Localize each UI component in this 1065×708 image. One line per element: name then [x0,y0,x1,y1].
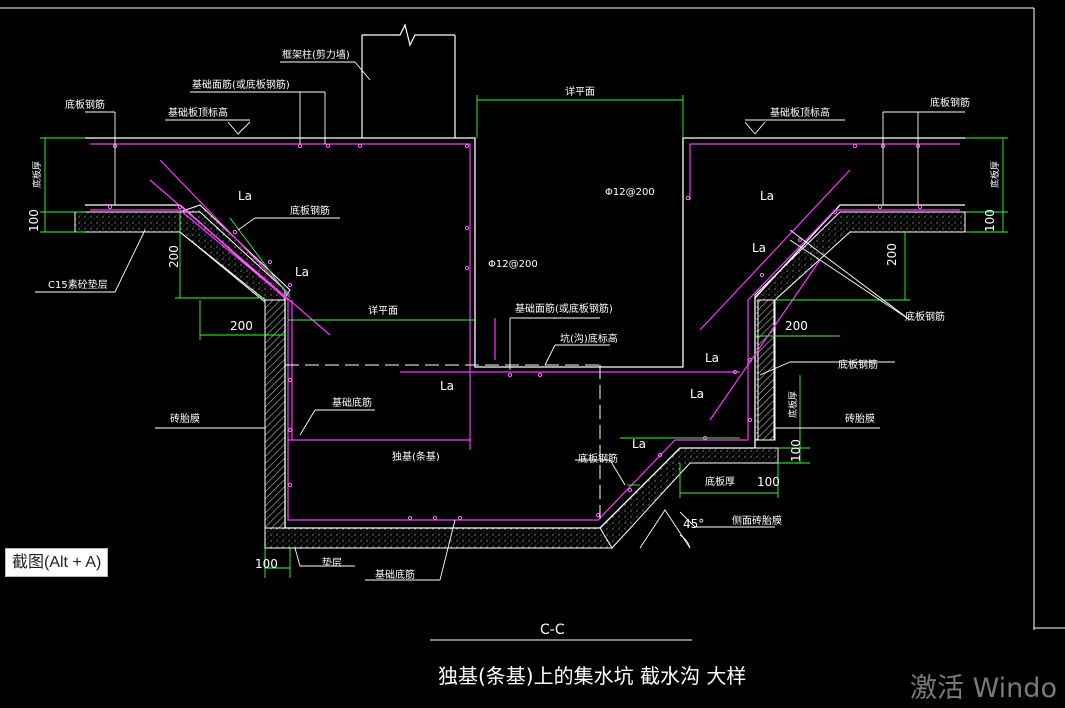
label-bottom-rebar-mid: 底板钢筋 [290,204,330,217]
dim-200-v-right: 200 [885,243,899,266]
brick-mold-left [264,299,286,529]
label-slab-thickness-mid: 底板厚 [705,475,735,488]
dim-200-v-left: 200 [167,245,181,268]
label-foundation-face-rebar: 基础面筋(或底板钢筋) [192,78,290,91]
screenshot-tooltip: 截图(Alt + A) [5,548,109,577]
la-6: La [705,351,719,365]
slope-left [179,211,286,301]
dim-100-bottom: 100 [255,557,278,571]
la-1: La [238,189,252,203]
label-rebar-spec-2: Φ12@200 [488,259,538,270]
label-column-wall: 框架柱(剪力墙) [282,48,350,61]
rotated-dimension-texts: 100 100 200 200 100 [27,209,997,462]
label-pit-bottom-level: 坑(沟)底标高 [560,332,618,345]
dim-100-right: 100 [757,475,780,489]
dim-200-a: 200 [230,319,253,333]
dim-100-left: 100 [27,209,41,232]
label-foundation-level: 基础板顶标高 [168,106,228,119]
la-2: La [295,265,309,279]
label-brick-mold-left: 砖胎膜 [170,412,200,425]
label-brick-mold-right: 砖胎膜 [845,412,875,425]
label-base-level-right: 基础板顶标高 [770,106,830,119]
dimension-lines [40,95,1008,578]
label-bottom-rebar-right2: 底板钢筋 [838,358,878,371]
drawing-labels: 框架柱(剪力墙) 基础面筋(或底板钢筋) 基础板顶标高 底板钢筋 详平面 基础板… [48,48,970,581]
label-foundation-bottom-rebar2: 基础底筋 [375,568,415,581]
la-3: La [440,379,454,393]
section-mark: C-C [540,622,565,638]
label-slab-thickness-left: 底板厚 [31,161,43,188]
column-wall [361,23,456,138]
label-bedding: 垫层 [322,556,342,569]
label-slab-thickness-vert: 底板厚 [787,391,799,418]
slope-right-bottom [599,447,779,549]
drawing-title: 独基(条基)上的集水坑 截水沟 大样 [438,664,746,688]
la-8: La [632,437,646,451]
dashed-lines [285,364,601,525]
angle-45: 45° [683,517,704,531]
brick-mold-right [757,299,775,441]
foundation-outline [85,137,965,529]
label-bottom-rebar-right3: 底板钢筋 [578,452,618,465]
label-side-brick-mold: 侧面砖胎膜 [732,514,782,527]
label-see-plan-mid: 详平面 [368,304,398,317]
label-see-plan-top: 详平面 [565,85,595,98]
leader-lines [35,61,965,641]
dim-100-v-right3: 100 [789,439,803,462]
label-foundation-bottom-rebar: 基础底筋 [332,396,372,409]
vertical-labels: 底板厚 底板厚 底板厚 [31,161,1001,418]
label-cushion: C15素砼垫层 [48,278,108,291]
activate-windows-watermark: 激活 Windo [910,673,1057,704]
dim-100-right2: 100 [983,209,997,232]
label-isolated-foundation: 独基(条基) [392,450,440,463]
label-bottom-rebar-tl: 底板钢筋 [65,98,105,111]
la-4: La [760,189,774,203]
la-5: La [752,241,766,255]
la-7: La [690,387,704,401]
label-bottom-rebar-right1: 底板钢筋 [905,310,945,323]
rebar-lines [90,143,960,521]
label-rebar-spec-1: Φ12@200 [605,187,655,198]
label-slab-thickness-right: 底板厚 [989,161,1001,188]
dim-200-b: 200 [785,319,808,333]
label-bottom-rebar-tr: 底板钢筋 [930,96,970,109]
label-foundation-face-rebar-mid: 基础面筋(或底板钢筋) [515,302,613,315]
dimension-texts: La La La La La La La La 200 200 100 100 … [230,189,808,571]
